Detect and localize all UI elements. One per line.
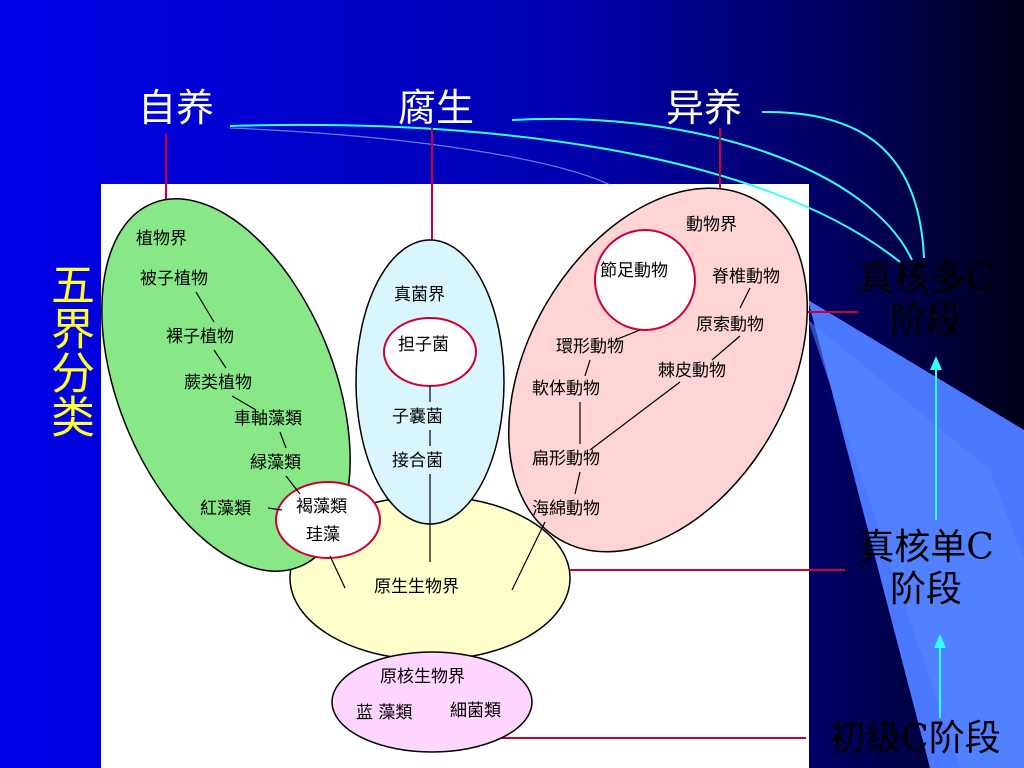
vertical-title: 五界分类	[43, 262, 94, 438]
animal-member: 海綿動物	[532, 499, 600, 519]
label-heterotroph: 异养	[666, 86, 743, 130]
animal-member: 軟体動物	[532, 379, 600, 399]
monera-member: 細菌類	[450, 701, 501, 721]
label-saprotroph: 腐生	[398, 86, 475, 130]
cyan-curve-autotroph	[229, 123, 901, 263]
animal-member: 棘皮動物	[658, 361, 726, 381]
arthropod-highlight	[594, 229, 696, 331]
plant-member: 緑藻類	[250, 453, 301, 473]
label-eukaryote-multicellular: 真核多C 阶段	[858, 258, 994, 341]
plant-member: 被子植物	[140, 269, 208, 289]
label-eukaryote-unicellular: 真核单C 阶段	[858, 527, 994, 610]
animal-member: 節足動物	[600, 261, 668, 281]
plant-member: 紅藻類	[200, 499, 251, 519]
animal-member: 環形動物	[556, 337, 624, 357]
fungi-member: 子嚢菌	[392, 407, 443, 427]
monera-kingdom-ellipse	[331, 651, 533, 753]
label-primary-stage: 初级C阶段	[829, 718, 1001, 759]
fungi-member: 担子菌	[398, 335, 449, 355]
plant-member: 蕨类植物	[184, 373, 252, 393]
animal-member: 原索動物	[696, 315, 764, 335]
label-autotroph: 自养	[138, 86, 215, 130]
fungi-kingdom-name: 真菌界	[394, 285, 445, 305]
fungi-member: 接合菌	[392, 451, 443, 471]
protist-kingdom-name: 原生生物界	[374, 577, 459, 597]
cyan-curve-heterotroph	[761, 110, 925, 259]
brown-algae-highlight	[275, 481, 381, 559]
cyan-curve-saprotroph	[511, 117, 913, 261]
animal-member: 扁形動物	[532, 449, 600, 469]
plant-kingdom-name: 植物界	[136, 229, 187, 249]
monera-member: 蓝 藻類	[356, 703, 412, 723]
plant-member: 裸子植物	[166, 327, 234, 347]
animal-member: 脊椎動物	[712, 267, 780, 287]
protist-member: 褐藻類	[296, 497, 347, 517]
plant-member: 車軸藻類	[234, 409, 302, 429]
animal-kingdom-ellipse	[507, 187, 809, 553]
protist-member: 珪藻	[306, 525, 340, 545]
animal-kingdom-name: 動物界	[686, 215, 737, 235]
monera-kingdom-name: 原核生物界	[380, 667, 465, 687]
phylogeny-lines	[195, 287, 751, 591]
